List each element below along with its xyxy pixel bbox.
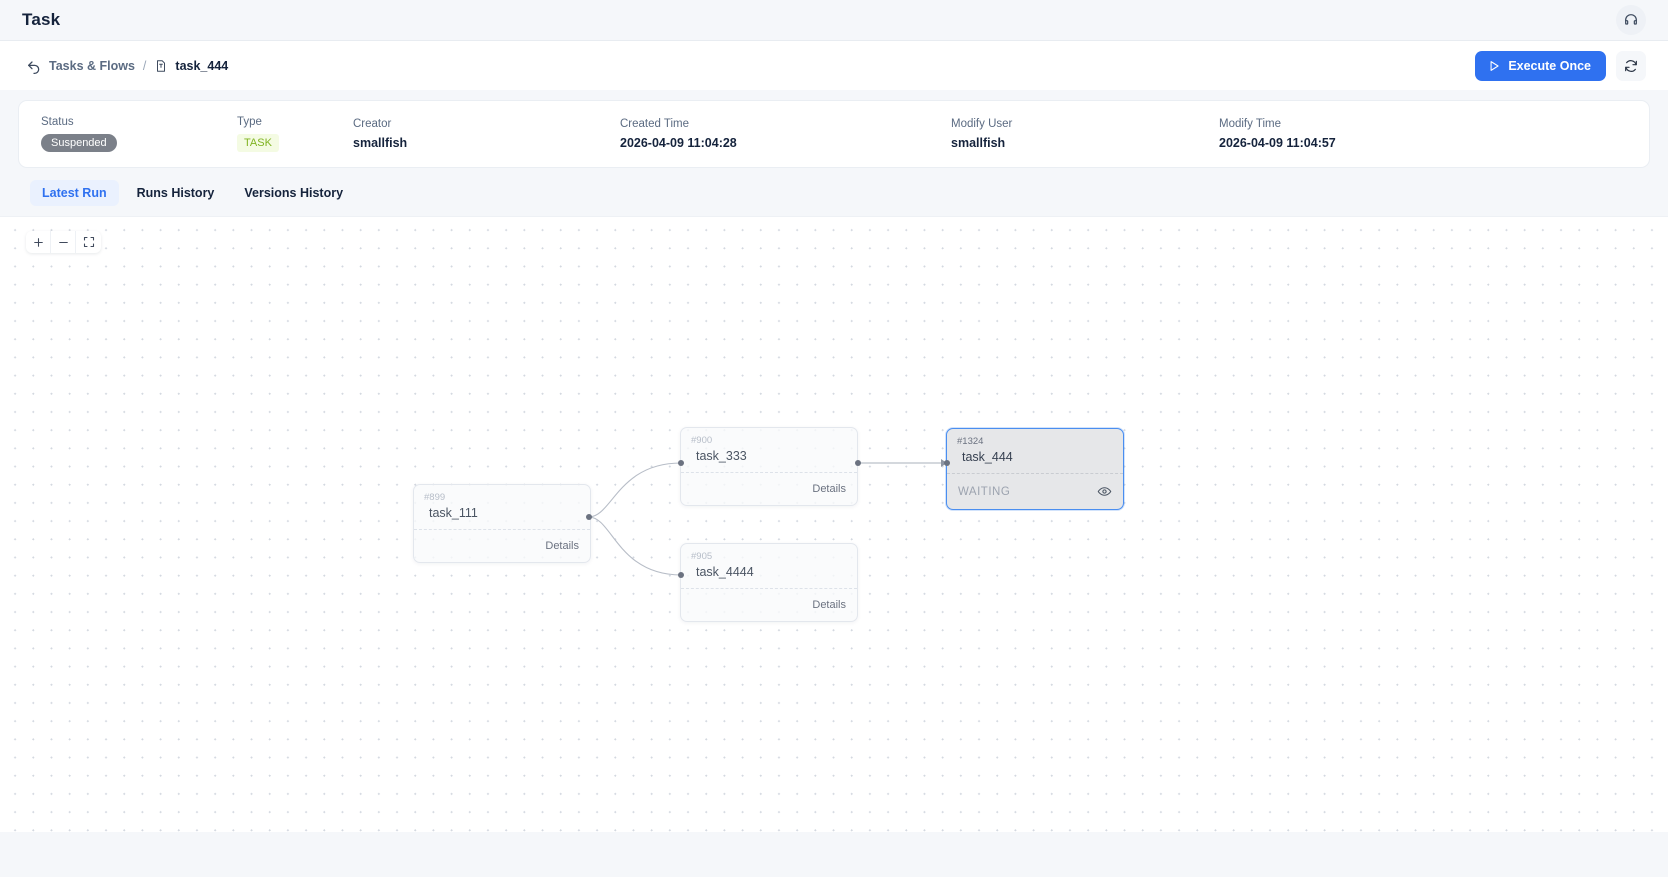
breadcrumb-bar: Tasks & Flows / task_444 Execute Once xyxy=(0,40,1668,90)
info-field-type: Type TASK xyxy=(237,116,353,152)
app-title: Task xyxy=(22,10,61,29)
info-label: Creator xyxy=(353,118,392,130)
info-label: Status xyxy=(41,116,74,128)
refresh-button[interactable] xyxy=(1616,50,1646,81)
node-footer: WAITING xyxy=(947,473,1123,509)
info-value: smallfish xyxy=(951,136,1006,150)
node-id: #900 xyxy=(691,435,713,446)
node-title: task_444 xyxy=(962,450,1013,464)
node-port-task-333-out xyxy=(855,460,861,466)
node-footer: Details xyxy=(681,472,857,505)
tab-bar: Latest Run Runs History Versions History xyxy=(18,168,1650,216)
node-port-task-333-in xyxy=(678,460,684,466)
back-arrow-icon[interactable] xyxy=(26,58,42,74)
flow-node-task-111[interactable]: #899 task_111 Details xyxy=(413,484,591,563)
eye-icon[interactable] xyxy=(1097,484,1112,499)
breadcrumb-actions: Execute Once xyxy=(1475,50,1646,81)
execute-once-label: Execute Once xyxy=(1508,58,1591,73)
node-details-link[interactable]: Details xyxy=(812,599,846,611)
execute-once-button[interactable]: Execute Once xyxy=(1475,50,1606,81)
node-id: #1324 xyxy=(957,436,984,447)
flow-node-task-444[interactable]: #1324 task_444 WAITING xyxy=(946,428,1124,510)
breadcrumb-current: task_444 xyxy=(175,58,229,73)
flow-edges xyxy=(588,459,947,576)
node-title: task_111 xyxy=(429,506,478,520)
node-header: #900 task_333 xyxy=(681,428,857,472)
node-footer: Details xyxy=(681,588,857,621)
node-details-link[interactable]: Details xyxy=(545,540,579,552)
page-body: Status Suspended Type TASK Creator small… xyxy=(0,90,1668,216)
node-footer: Details xyxy=(414,529,590,562)
tab-latest-run[interactable]: Latest Run xyxy=(30,180,119,206)
info-label: Modify Time xyxy=(1219,118,1281,130)
fit-screen-icon[interactable] xyxy=(76,231,101,253)
type-badge: TASK xyxy=(237,134,279,152)
info-field-modify-user: Modify User smallfish xyxy=(951,118,1219,150)
breadcrumb-separator: / xyxy=(142,58,147,73)
flow-node-task-333[interactable]: #900 task_333 Details xyxy=(680,427,858,506)
node-id: #899 xyxy=(424,492,446,503)
node-port-task-4444-in xyxy=(678,572,684,578)
node-details-link[interactable]: Details xyxy=(812,483,846,495)
info-label: Modify User xyxy=(951,118,1013,130)
refresh-icon xyxy=(1623,58,1639,74)
play-icon xyxy=(1487,59,1501,73)
flow-canvas[interactable]: #899 task_111 Details #900 task_333 Deta… xyxy=(0,216,1668,832)
headset-icon[interactable] xyxy=(1616,5,1646,35)
info-field-modify-time: Modify Time 2026-04-09 11:04:57 xyxy=(1219,118,1336,150)
info-value: smallfish xyxy=(353,136,408,150)
node-port-task-111-out xyxy=(586,514,592,520)
node-title: task_333 xyxy=(696,449,747,463)
node-header: #899 task_111 xyxy=(414,485,590,529)
node-port-task-444-in xyxy=(944,460,950,466)
node-title: task_4444 xyxy=(696,565,754,579)
info-label: Type xyxy=(237,116,262,128)
tab-runs-history[interactable]: Runs History xyxy=(136,186,215,200)
task-file-icon xyxy=(154,59,168,73)
app-bar: Task xyxy=(0,0,1668,40)
info-label: Created Time xyxy=(620,118,690,130)
tab-versions-history[interactable]: Versions History xyxy=(244,186,344,200)
breadcrumb: Tasks & Flows / task_444 xyxy=(26,58,228,74)
info-field-creator: Creator smallfish xyxy=(353,118,620,150)
canvas-dot-grid xyxy=(0,217,1668,832)
node-header: #905 task_4444 xyxy=(681,544,857,588)
task-info-card: Status Suspended Type TASK Creator small… xyxy=(18,100,1650,168)
zoom-in-icon[interactable] xyxy=(26,231,51,253)
flow-node-task-4444[interactable]: #905 task_4444 Details xyxy=(680,543,858,622)
node-id: #905 xyxy=(691,551,713,562)
info-value: 2026-04-09 11:04:28 xyxy=(620,136,737,150)
breadcrumb-parent-link[interactable]: Tasks & Flows xyxy=(49,58,135,73)
info-field-status: Status Suspended xyxy=(41,116,237,152)
info-field-created-time: Created Time 2026-04-09 11:04:28 xyxy=(620,118,951,150)
node-header: #1324 task_444 xyxy=(947,429,1123,473)
canvas-zoom-toolbar xyxy=(26,231,101,253)
status-badge: Suspended xyxy=(41,134,117,152)
zoom-out-icon[interactable] xyxy=(51,231,76,253)
info-value: 2026-04-09 11:04:57 xyxy=(1219,136,1336,150)
node-status-text: WAITING xyxy=(958,485,1011,498)
